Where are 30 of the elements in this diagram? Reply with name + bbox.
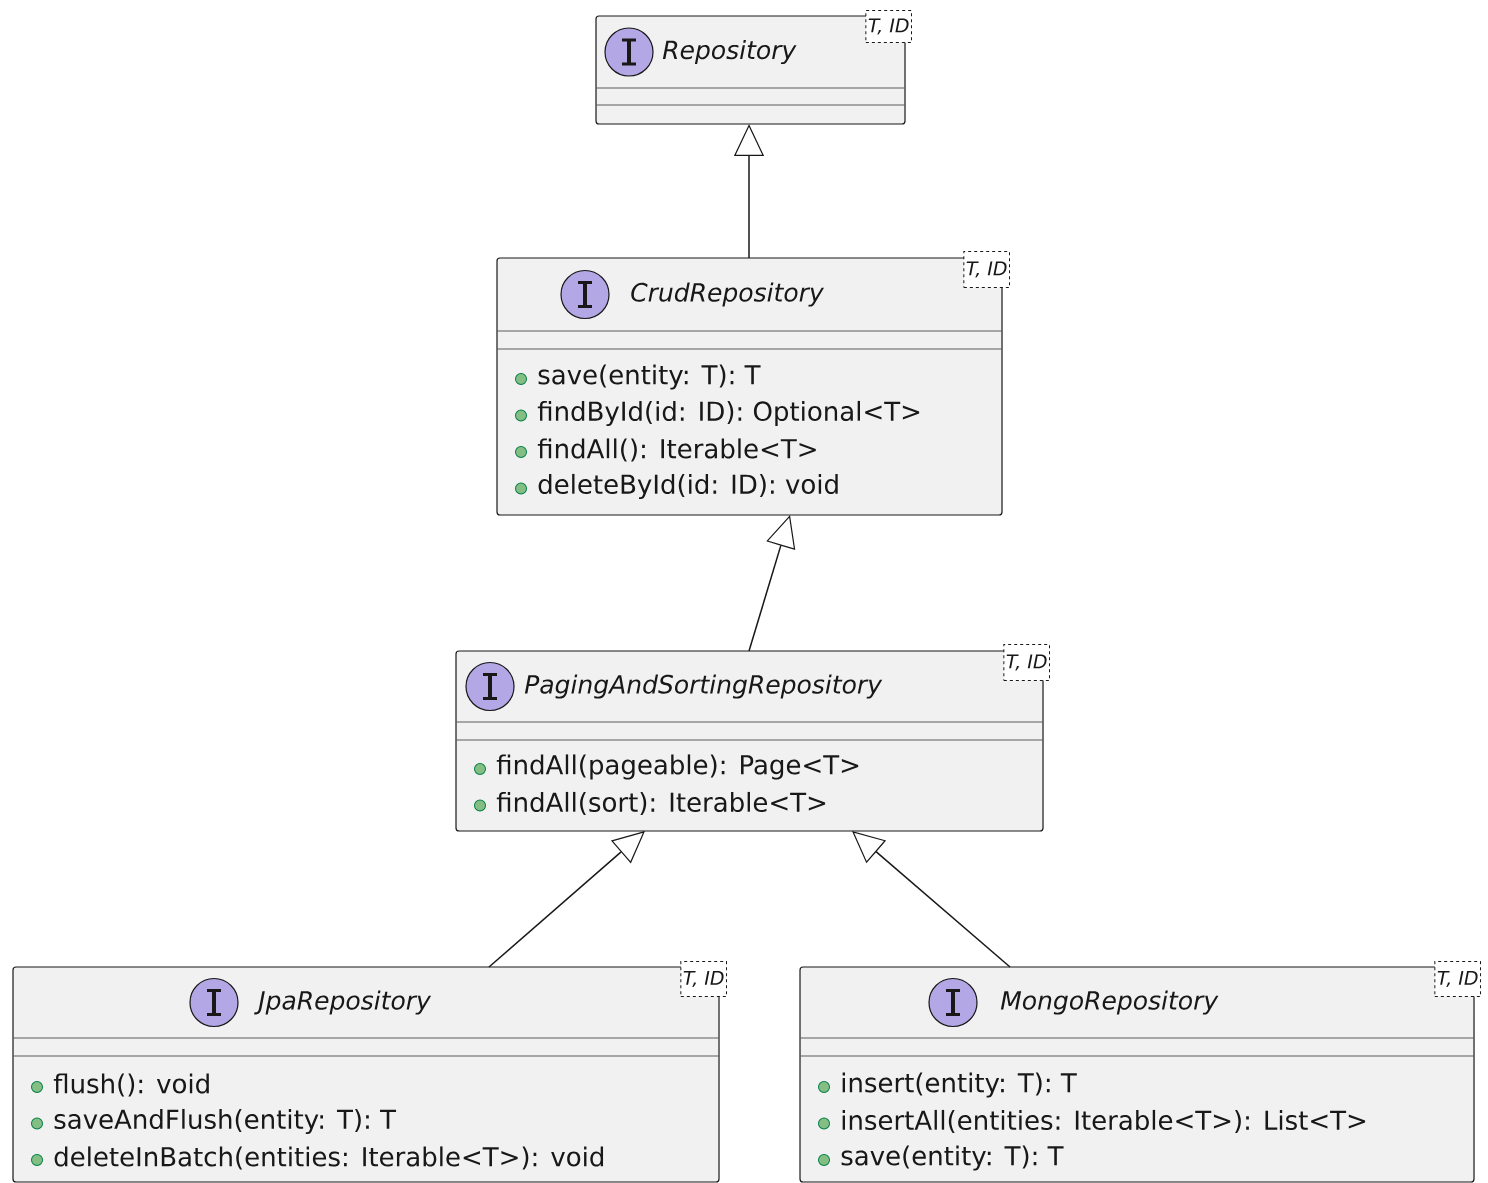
- inheritance-arrow: [748, 515, 796, 652]
- interface-name: MongoRepository: [1000, 990, 1219, 1015]
- inheritance-arrow: [488, 831, 645, 968]
- type-parameter-box: T, ID: [963, 251, 1010, 288]
- method-entry: flush(): void: [31, 1073, 209, 1097]
- type-parameter-box: T, ID: [680, 961, 727, 997]
- interface-name: CrudRepository: [631, 282, 824, 307]
- method-entry: save(entity: T): T: [818, 1145, 1064, 1171]
- method-entry: insert(entity: T): T: [818, 1072, 1077, 1098]
- interface-box: [799, 961, 1481, 1183]
- method-entry: findAll(pageable): Page<T>: [474, 754, 859, 780]
- method-entry: insertAll(entities: Iterable<T>): List<T>: [818, 1109, 1366, 1134]
- interface-box: [595, 10, 912, 125]
- type-parameter-box: T, ID: [1434, 961, 1481, 997]
- interface-name: PagingAndSortingRepository: [524, 674, 883, 699]
- method-entry: deleteInBatch(entities: Iterable<T>): void: [31, 1146, 604, 1170]
- method-entry: findById(id: ID): Optional<T>: [515, 400, 920, 427]
- type-parameter-box: T, ID: [865, 10, 912, 43]
- type-parameter-box: T, ID: [1003, 644, 1050, 681]
- method-entry: findAll(): Iterable<T>: [515, 438, 816, 462]
- interface-name: JpaRepository: [254, 990, 432, 1015]
- inheritance-arrow: [852, 831, 1011, 968]
- method-entry: saveAndFlush(entity: T): T: [31, 1108, 397, 1135]
- interface-box: [455, 644, 1050, 832]
- interface-name: Repository: [662, 39, 797, 65]
- method-entry: findAll(sort): Iterable<T>: [474, 791, 826, 816]
- interface-box: [496, 251, 1010, 516]
- method-entry: save(entity: T): T: [515, 364, 761, 390]
- interface-box: [12, 961, 727, 1183]
- method-entry: deleteById(id: ID): void: [515, 473, 838, 500]
